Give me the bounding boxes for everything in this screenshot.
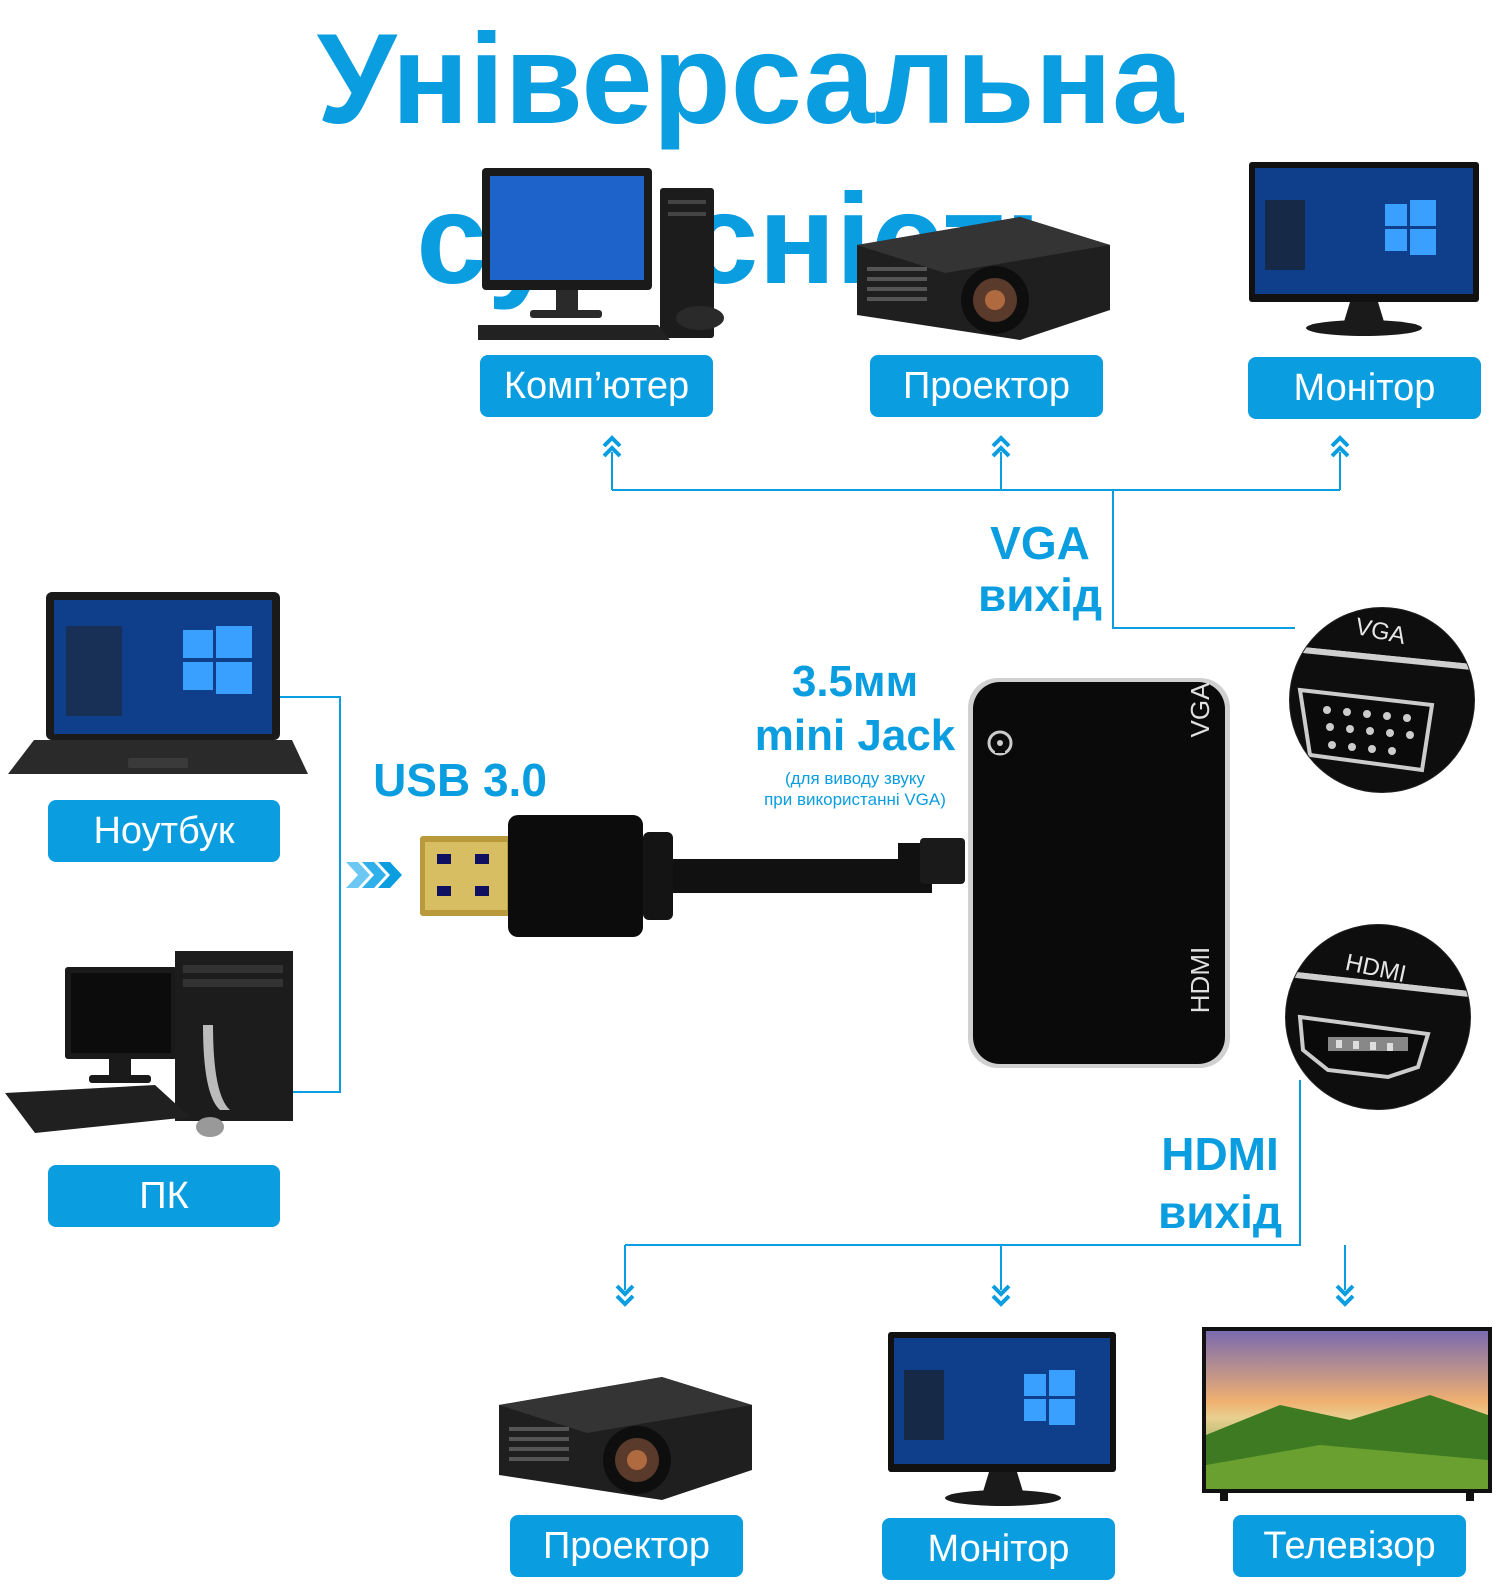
desktop-computer-icon xyxy=(478,168,724,340)
hdmi-output-line2: вихід xyxy=(1157,1186,1283,1238)
label-pc: ПК xyxy=(48,1165,280,1227)
jack-note2: при використанні VGA) xyxy=(764,790,946,809)
usb-label: USB 3.0 xyxy=(373,754,547,806)
down-arrows xyxy=(615,1284,1355,1307)
up-arrows xyxy=(602,435,1350,458)
label-monitor-top: Монітор xyxy=(1248,357,1481,419)
vga-output-line1: VGA xyxy=(990,517,1090,569)
adapter-hdmi-text: HDMI xyxy=(1185,946,1215,1014)
monitor-bottom-icon xyxy=(888,1332,1116,1506)
vga-output-line2: вихід xyxy=(977,569,1103,621)
jack-note1: (для виводу звуку xyxy=(784,769,926,788)
pc-icon xyxy=(5,951,293,1137)
usb-hdmi-vga-adapter xyxy=(420,678,1230,1068)
projector-icon xyxy=(857,217,1110,340)
label-projector-top: Проектор xyxy=(870,355,1103,417)
adapter-vga-text: VGA xyxy=(1185,682,1215,738)
vga-port-icon xyxy=(1289,607,1475,793)
tv-icon xyxy=(1202,1327,1492,1501)
label-monitor-bottom: Монітор xyxy=(882,1518,1115,1580)
usb-chevrons xyxy=(346,862,402,888)
monitor-icon xyxy=(1249,162,1479,336)
vga-output-label: VGA вихід xyxy=(960,517,1120,621)
projector-bottom-icon xyxy=(499,1377,752,1500)
hdmi-port-icon xyxy=(1285,924,1471,1110)
jack-line2: mini Jack xyxy=(754,711,956,760)
hdmi-output-label: HDMI вихід xyxy=(1140,1125,1300,1241)
jack-line1: 3.5мм xyxy=(791,657,919,706)
laptop-icon xyxy=(8,592,308,774)
jack-note: (для виводу звуку при використанні VGA) xyxy=(735,768,975,810)
jack-label: 3.5мм mini Jack xyxy=(740,655,970,763)
label-computer: Комп’ютер xyxy=(480,355,713,417)
label-tv: Телевізор xyxy=(1233,1515,1466,1577)
label-laptop: Ноутбук xyxy=(48,800,280,862)
hdmi-output-line1: HDMI xyxy=(1161,1128,1279,1180)
label-projector-bottom: Проектор xyxy=(510,1515,743,1577)
